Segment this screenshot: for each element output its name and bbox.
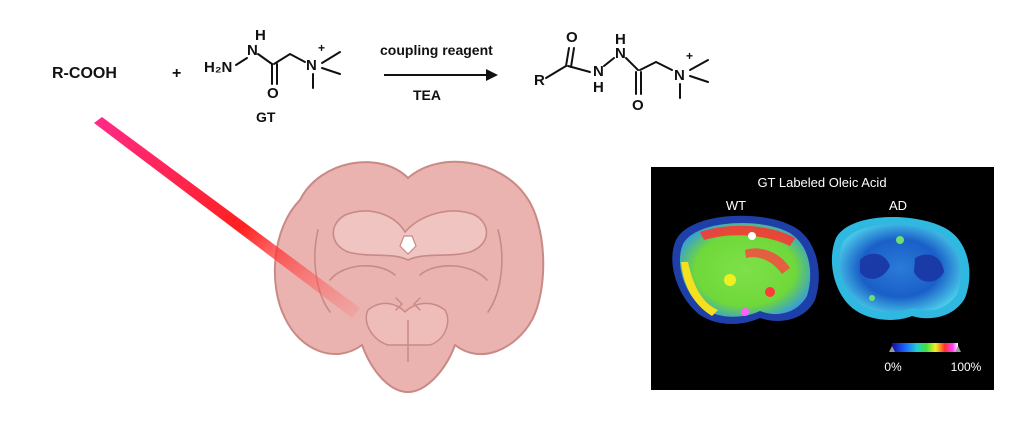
brain-coronal-section-icon	[273, 160, 545, 394]
product-bond-nn	[603, 57, 615, 67]
gt-o-label: O	[267, 85, 279, 102]
product-h2-label: H	[615, 31, 626, 48]
scale-min-label: 0%	[884, 360, 902, 374]
product-bond-chain	[639, 60, 673, 71]
gt-bond-nc	[257, 53, 273, 65]
color-scale-bar	[892, 343, 958, 352]
gt-charge: +	[318, 41, 325, 55]
gt-n-label: N	[247, 42, 258, 59]
color-scale: 0% 100%	[884, 343, 982, 374]
imaging-panel-title: GT Labeled Oleic Acid	[757, 175, 886, 190]
wt-spot-2	[765, 287, 775, 297]
scale-max-marker-icon	[955, 346, 961, 352]
product-charge: +	[686, 49, 693, 63]
product-o-top-label: O	[566, 29, 578, 46]
gt-nplus-label: N	[306, 57, 317, 74]
ad-dark-right	[914, 254, 944, 282]
arrow-bottom-label: TEA	[413, 87, 441, 103]
brain-center-marks	[395, 297, 421, 311]
product-n2-label: N	[615, 45, 626, 62]
product-bond-cn1	[567, 65, 591, 73]
wt-label: WT	[726, 198, 746, 213]
product-bond-co-bottom	[635, 71, 642, 95]
reaction-scheme: R-COOH + H N H₂N O N + GT coupling reage…	[52, 27, 709, 125]
scale-max-label: 100%	[951, 360, 982, 374]
product-nplus-label: N	[674, 67, 685, 84]
arrow-top-label: coupling reagent	[380, 42, 493, 58]
brain-hippocampus-lines	[329, 265, 488, 281]
plus-sign: +	[172, 65, 181, 82]
ad-core	[839, 224, 961, 313]
gt-bond-chain	[273, 52, 306, 65]
gt-structure: H N H₂N O N + GT	[204, 27, 341, 125]
gt-h2n-label: H₂N	[204, 59, 232, 76]
product-h1-label: H	[593, 79, 604, 96]
ad-spot-1	[896, 236, 904, 244]
wt-brain-heatmap	[672, 215, 819, 324]
reactant-rcooh: R-COOH	[52, 65, 117, 82]
gt-bond-nn	[235, 57, 248, 66]
product-structure: R O N H H N O N +	[534, 29, 709, 114]
gt-bond-methyls	[312, 51, 341, 89]
wt-hotspot-right	[745, 248, 790, 274]
product-bond-methyls	[679, 59, 709, 99]
gt-bond-co	[271, 63, 278, 85]
ad-spot-2	[869, 295, 875, 301]
ad-dark-left	[860, 253, 890, 279]
imaging-panel: GT Labeled Oleic Acid WT AD	[651, 167, 994, 390]
product-bond-co-top	[565, 47, 575, 68]
gt-h-label: H	[255, 27, 266, 44]
ad-brain-heatmap	[831, 217, 970, 320]
wt-spot-1	[724, 274, 736, 286]
brain-cortex-lines	[314, 229, 503, 313]
wt-hotspot-left	[681, 262, 718, 316]
brain-brainstem	[365, 302, 449, 346]
wt-spot-4	[741, 308, 749, 316]
laser-beam-icon	[94, 117, 360, 318]
product-r-label: R	[534, 72, 545, 89]
wt-hotspot-top	[700, 225, 795, 246]
reaction-arrow: coupling reagent TEA	[380, 42, 498, 103]
arrow-head-icon	[486, 69, 498, 81]
product-bond-rc	[545, 65, 567, 79]
product-bond-n2c	[625, 57, 639, 71]
ad-label: AD	[889, 198, 907, 213]
brain-ventricle-hole	[399, 235, 417, 255]
scale-min-marker-icon	[889, 346, 895, 352]
wt-spot-3	[748, 232, 756, 240]
wt-core	[679, 223, 811, 317]
product-n1-label: N	[593, 63, 604, 80]
product-o-bottom-label: O	[632, 97, 644, 114]
gt-name-label: GT	[256, 109, 276, 125]
